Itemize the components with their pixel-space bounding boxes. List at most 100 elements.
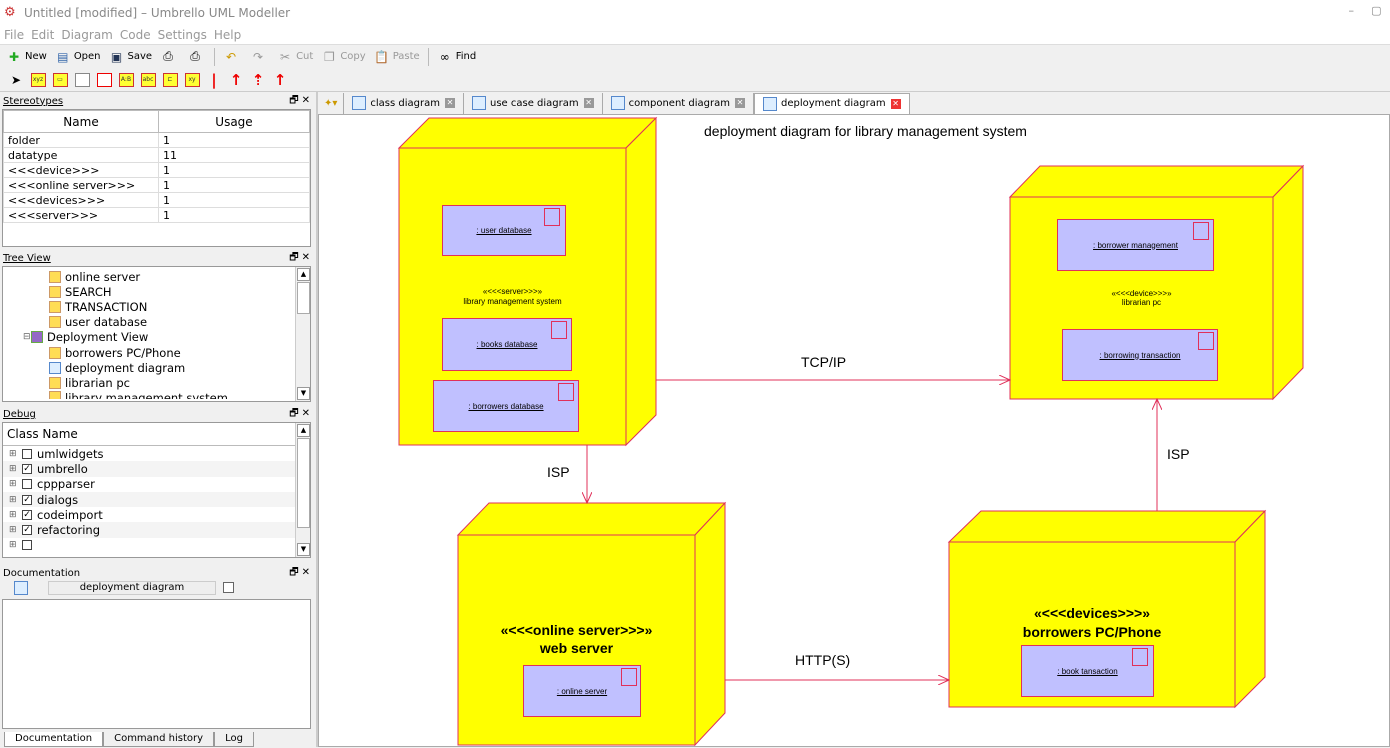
artifact-tool[interactable]: ⊏ — [160, 70, 180, 90]
scroll-down-icon[interactable]: ▼ — [297, 543, 310, 556]
tab-class-diagram[interactable]: class diagram✕ — [344, 92, 464, 114]
object-node-tool[interactable]: xy — [182, 70, 202, 90]
checkbox[interactable] — [22, 448, 32, 459]
tree-view[interactable]: online server SEARCH TRANSACTION user da… — [2, 266, 311, 402]
col-usage[interactable]: Usage — [158, 110, 310, 133]
tree-item[interactable]: SEARCH — [3, 284, 310, 299]
tab-log[interactable]: Log — [214, 732, 254, 747]
component-borrowers-database[interactable]: : borrowers database — [433, 380, 579, 432]
list-item[interactable]: ⊞ — [3, 538, 310, 553]
tree-item[interactable]: TRANSACTION — [3, 299, 310, 314]
minimize-icon[interactable]: – — [1348, 4, 1355, 17]
dock-float-close-icon[interactable]: 🗗✕ — [289, 566, 313, 578]
list-item[interactable]: ⊞✓dialogs — [3, 491, 310, 508]
component-book-tansaction[interactable]: : book tansaction — [1021, 645, 1154, 697]
dock-float-close-icon[interactable]: 🗗✕ — [289, 407, 313, 419]
checkbox[interactable] — [22, 540, 32, 551]
scroll-thumb[interactable] — [297, 282, 310, 314]
expand-icon[interactable]: ⊞ — [9, 463, 17, 474]
list-item[interactable]: ⊞✓codeimport — [3, 507, 310, 522]
dock-float-close-icon[interactable]: 🗗✕ — [289, 94, 313, 106]
component-borrowing-transaction[interactable]: : borrowing transaction — [1062, 329, 1218, 381]
list-item[interactable]: ⊞cppparser — [3, 477, 310, 492]
tree-item[interactable]: deployment diagram — [3, 360, 310, 375]
expand-icon[interactable]: ⊞ — [9, 540, 17, 551]
collapse-icon[interactable]: ⊟ — [23, 332, 31, 343]
col-name[interactable]: Name — [3, 110, 159, 133]
expand-icon[interactable]: ⊞ — [9, 509, 17, 520]
checkbox-checked[interactable]: ✓ — [22, 525, 32, 536]
scroll-up-icon[interactable]: ▲ — [297, 268, 310, 281]
documentation-name-field[interactable]: deployment diagram — [48, 581, 216, 595]
table-row[interactable]: <<<devices>>>1 — [3, 192, 310, 208]
print-button[interactable]: ⎙ — [160, 49, 179, 65]
col-class-name[interactable]: Class Name — [3, 423, 310, 446]
generalization-tool[interactable]: ⇡ — [248, 70, 268, 90]
splitter[interactable] — [316, 92, 318, 747]
dependency-tool[interactable]: ↑ — [226, 70, 246, 90]
undo-button[interactable]: ↶ — [223, 49, 242, 65]
list-item[interactable]: ⊞umlwidgets — [3, 446, 310, 461]
diagram-canvas[interactable]: deployment diagram for library managemen… — [318, 114, 1390, 747]
menu-settings[interactable]: Settings — [157, 28, 207, 42]
close-icon[interactable]: ✕ — [583, 98, 594, 108]
tab-documentation[interactable]: Documentation — [4, 732, 104, 747]
list-item[interactable]: ⊞✓refactoring — [3, 522, 310, 538]
tree-item[interactable]: user database — [3, 315, 310, 330]
new-tab-button[interactable]: ✦▾ — [318, 92, 345, 114]
tree-scrollbar[interactable]: ▲ ▼ — [295, 267, 310, 401]
menu-diagram[interactable]: Diagram — [61, 28, 113, 42]
checkbox[interactable] — [22, 479, 32, 490]
tab-deployment-diagram[interactable]: deployment diagram✕ — [753, 92, 910, 114]
redo-button[interactable]: ↷ — [250, 49, 269, 65]
documentation-checkbox[interactable] — [223, 582, 234, 593]
note-tool[interactable] — [72, 70, 92, 90]
expand-icon[interactable]: ⊞ — [9, 479, 17, 490]
expand-icon[interactable]: ⊞ — [9, 525, 17, 536]
menu-file[interactable]: File — [4, 28, 25, 42]
dock-float-close-icon[interactable]: 🗗✕ — [289, 251, 313, 263]
copy-button[interactable]: ❐Copy — [321, 49, 366, 65]
open-button[interactable]: ▤Open — [55, 49, 100, 65]
tree-item[interactable]: online server — [3, 269, 310, 284]
tree-item-deployment-view[interactable]: ⊟Deployment View — [3, 330, 310, 345]
close-icon[interactable]: ✕ — [734, 98, 745, 108]
table-row[interactable]: <<<server>>>1 — [3, 207, 310, 223]
scroll-down-icon[interactable]: ▼ — [297, 387, 310, 400]
close-icon[interactable]: ✕ — [890, 98, 901, 109]
checkbox-checked[interactable]: ✓ — [22, 463, 32, 474]
tree-item[interactable]: borrowers PC/Phone — [3, 345, 310, 360]
scroll-up-icon[interactable]: ▲ — [297, 424, 310, 437]
close-icon[interactable]: ✕ — [445, 98, 455, 108]
cut-button[interactable]: ✂Cut — [277, 49, 313, 65]
debug-list[interactable]: Class Name ⊞umlwidgets ⊞✓umbrello ⊞cpppa… — [2, 422, 311, 558]
box-tool[interactable] — [94, 70, 114, 90]
edge-label-isp-right[interactable]: ISP — [1167, 446, 1190, 462]
documentation-textarea[interactable] — [2, 599, 311, 729]
interface-tool[interactable]: abc — [138, 70, 158, 90]
component-tool[interactable]: ▭ — [50, 70, 70, 90]
edge-label-http[interactable]: HTTP(S) — [795, 652, 851, 668]
select-arrow-icon[interactable]: ➤ — [10, 72, 22, 87]
save-button[interactable]: ▣Save — [109, 49, 152, 65]
tab-command-history[interactable]: Command history — [103, 732, 215, 747]
table-row[interactable]: <<<device>>>1 — [3, 162, 310, 178]
maximize-icon[interactable]: ▢ — [1371, 4, 1382, 17]
diagram-title[interactable]: deployment diagram for library managemen… — [704, 123, 1027, 139]
checkbox-checked[interactable]: ✓ — [22, 509, 32, 520]
expand-icon[interactable]: ⊞ — [9, 494, 17, 505]
label-tool[interactable]: A:B — [116, 70, 136, 90]
menu-code[interactable]: Code — [119, 28, 151, 42]
tree-item[interactable]: library management system — [3, 390, 310, 399]
edge-label-tcp-ip[interactable]: TCP/IP — [801, 354, 847, 370]
checkbox-checked[interactable]: ✓ — [22, 494, 32, 505]
edge-label-isp-left[interactable]: ISP — [547, 464, 570, 480]
list-item[interactable]: ⊞✓umbrello — [3, 461, 310, 477]
find-button[interactable]: ∞Find — [437, 49, 477, 65]
component-books-database[interactable]: : books database — [442, 318, 572, 371]
tab-use-case-diagram[interactable]: use case diagram✕ — [464, 92, 603, 114]
expand-icon[interactable]: ⊞ — [9, 448, 17, 459]
